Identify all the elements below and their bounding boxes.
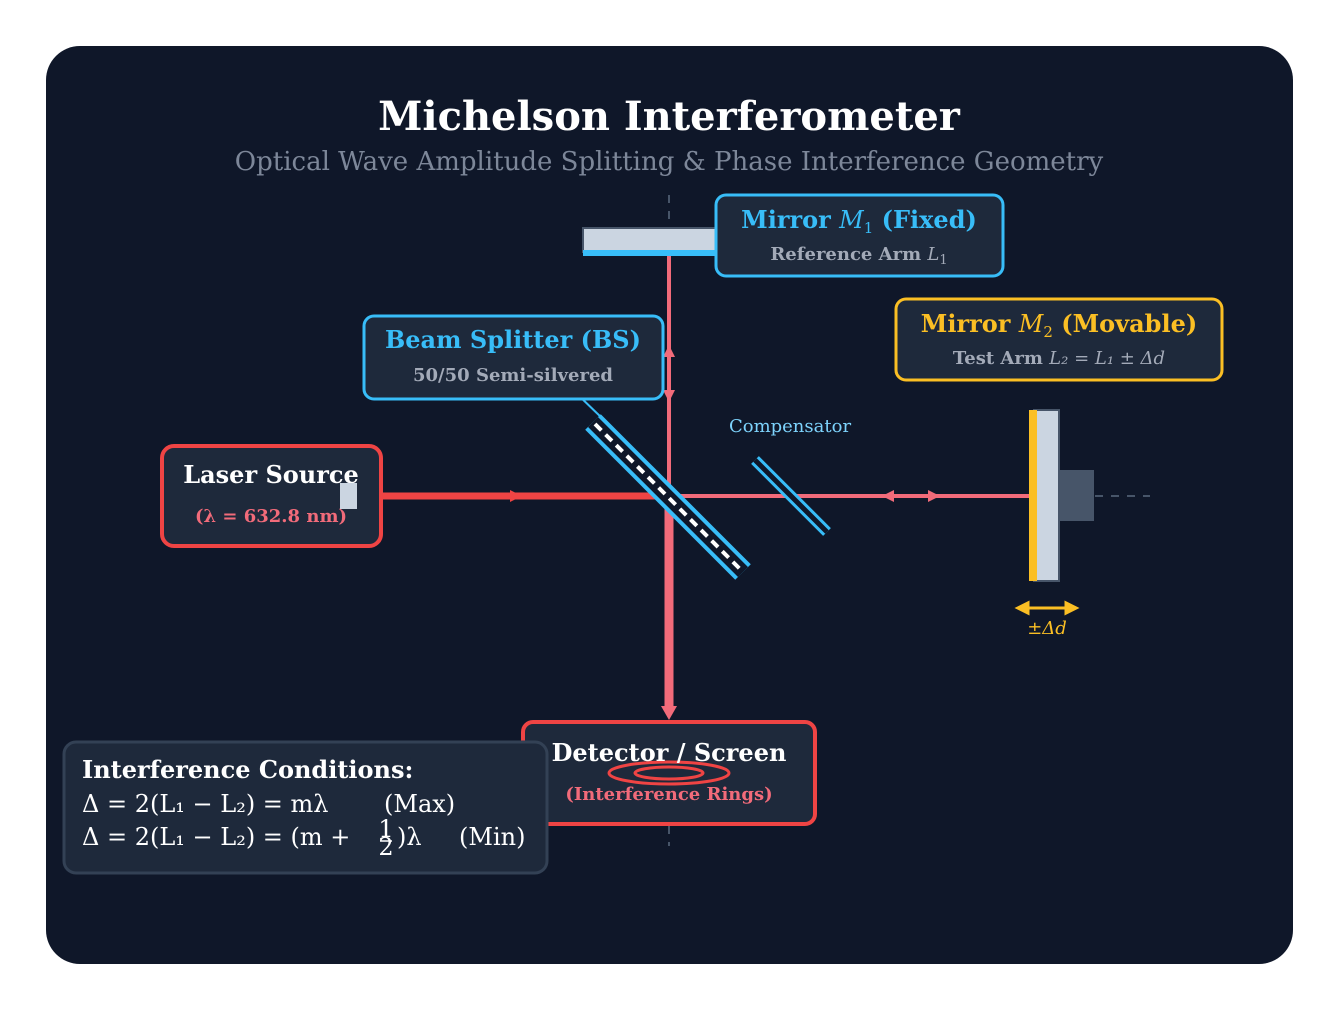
displacement-label: ±Δd bbox=[1027, 618, 1067, 639]
svg-text:Test Arm L₂ = L₁ ± Δd: Test Arm L₂ = L₁ ± Δd bbox=[953, 348, 1165, 369]
detector-screen: Detector / Screen (Interference Rings) bbox=[521, 720, 817, 826]
svg-text:Reference Arm L1: Reference Arm L1 bbox=[770, 244, 947, 268]
arrow-incident-icon bbox=[510, 490, 522, 502]
arrow-m1-down-icon bbox=[663, 390, 675, 402]
condition-frac-den: 2 bbox=[378, 833, 393, 861]
laser-label: Laser Source bbox=[183, 460, 359, 489]
condition-min-tail: )λ(Min) bbox=[397, 823, 525, 851]
beam-splitter-label: Beam Splitter (BS) 50/50 Semi-silvered bbox=[362, 314, 665, 401]
interference-conditions: Interference Conditions: Δ = 2(L₁ − L₂) … bbox=[62, 740, 549, 875]
conditions-heading: Interference Conditions: bbox=[82, 755, 413, 784]
mirror-m2 bbox=[1029, 409, 1094, 582]
compensator-plate bbox=[751, 456, 831, 536]
laser-wavelength: (λ = 632.8 nm) bbox=[195, 506, 347, 527]
mirror-m1-label: Mirror M1 (Fixed) Reference Arm L1 bbox=[714, 193, 1005, 278]
laser-aperture bbox=[340, 483, 357, 509]
condition-max: Δ = 2(L₁ − L₂) = mλ(Max) bbox=[82, 790, 455, 818]
arrow-detector-icon bbox=[661, 706, 677, 720]
mirror-m1 bbox=[582, 227, 720, 256]
condition-min: Δ = 2(L₁ − L₂) = (m + bbox=[82, 823, 350, 851]
mirror-m2-label: Mirror M2 (Movable) Test Arm L₂ = L₁ ± Δ… bbox=[894, 297, 1224, 382]
svg-text:Mirror M2 (Movable): Mirror M2 (Movable) bbox=[921, 309, 1197, 341]
svg-text:50/50 Semi-silvered: 50/50 Semi-silvered bbox=[413, 365, 613, 386]
interference-ring-inner bbox=[633, 765, 705, 781]
arrow-m2-back-icon bbox=[882, 490, 894, 502]
detector-label: Detector / Screen bbox=[552, 738, 787, 767]
interference-ring-outer bbox=[607, 760, 731, 786]
page-subtitle: Optical Wave Amplitude Splitting & Phase… bbox=[235, 147, 1104, 177]
detector-sub: (Interference Rings) bbox=[565, 784, 772, 805]
mirror-m2-mount bbox=[1059, 470, 1094, 521]
beam-splitter-plate bbox=[585, 414, 751, 580]
svg-text:Beam Splitter (BS): Beam Splitter (BS) bbox=[385, 325, 641, 354]
page-title: Michelson Interferometer bbox=[378, 93, 961, 140]
arrow-m1-up-icon bbox=[663, 345, 675, 357]
laser-source: Laser Source (λ = 632.8 nm) bbox=[160, 444, 383, 548]
arrow-m2-out-icon bbox=[928, 490, 940, 502]
compensator-label: Compensator bbox=[729, 416, 851, 437]
condition-frac-num: 1 bbox=[378, 815, 393, 843]
svg-text:Mirror M1 (Fixed): Mirror M1 (Fixed) bbox=[741, 205, 977, 237]
